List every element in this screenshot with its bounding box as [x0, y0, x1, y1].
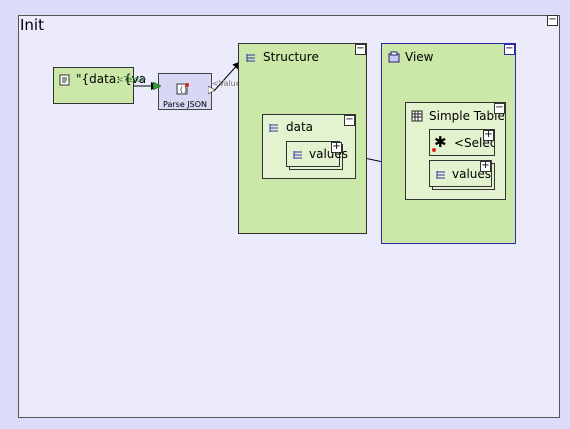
view-values-node[interactable]: values + — [429, 160, 492, 187]
document-icon — [59, 74, 70, 86]
text-source-node[interactable]: "{data: {va — [53, 67, 146, 104]
simple-table-collapse-button[interactable]: − — [494, 102, 505, 114]
parse-json-icon: {} — [176, 83, 189, 95]
parse-input-port[interactable] — [153, 82, 161, 90]
simple-table-node[interactable]: Simple Table − ✱ <Select + values + — [405, 102, 506, 200]
structure-title: Structure — [263, 50, 319, 64]
source-text-value: "{data: {va — [76, 72, 147, 86]
select-expand-button[interactable]: + — [483, 129, 494, 141]
structure-collapse-button[interactable]: − — [355, 43, 366, 55]
data-collapse-button[interactable]: − — [344, 114, 355, 126]
simple-table-title: Simple Table — [429, 109, 505, 123]
view-panel[interactable]: View − Simple Table − ✱ <Select + values… — [381, 43, 516, 244]
table-icon — [411, 110, 423, 122]
canvas-collapse-button[interactable]: − — [547, 14, 558, 26]
values-struct-icon — [293, 151, 302, 159]
parse-json-node[interactable]: {} Parse JSON — [158, 73, 212, 110]
structure-values-label: values — [309, 147, 349, 161]
view-values-expand-button[interactable]: + — [480, 160, 491, 172]
parse-output-port[interactable] — [208, 86, 215, 94]
data-struct-icon — [269, 124, 278, 132]
asterisk-icon: ✱ — [434, 133, 447, 151]
structure-values-node[interactable]: values + — [286, 141, 348, 167]
structure-icon — [246, 54, 255, 62]
svg-text:{}: {} — [179, 86, 188, 94]
structure-panel[interactable]: Structure − data − values + — [238, 43, 367, 234]
parse-output-label: <Value> — [212, 79, 248, 88]
data-node[interactable]: data − values + — [262, 114, 356, 179]
structure-values-expand-button[interactable]: + — [331, 141, 342, 153]
view-title: View — [405, 50, 434, 64]
canvas-title: Init — [20, 16, 44, 34]
select-error-dot — [432, 148, 436, 152]
select-node[interactable]: ✱ <Select + — [429, 129, 495, 156]
view-collapse-button[interactable]: − — [504, 43, 515, 55]
view-icon — [388, 51, 400, 63]
view-values-struct-icon — [436, 171, 445, 179]
parse-json-label: Parse JSON — [163, 100, 208, 109]
data-node-title: data — [286, 120, 314, 134]
text-port-label: <Text> — [117, 75, 147, 84]
